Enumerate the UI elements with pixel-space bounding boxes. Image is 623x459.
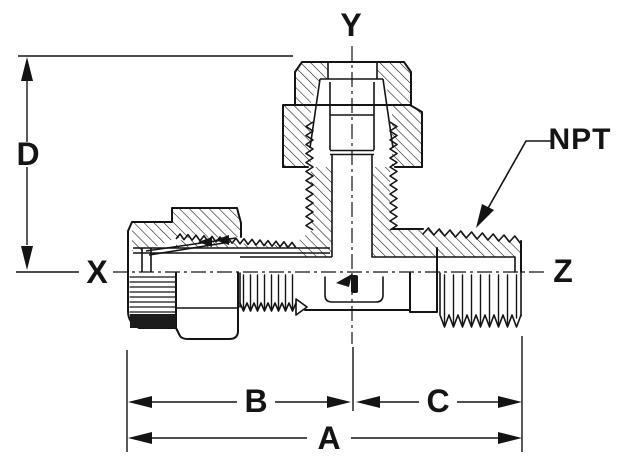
left-nut-section [127, 207, 332, 273]
tube-walls-vertical [329, 82, 375, 150]
d-arrow-up [21, 57, 33, 81]
label-right-port: Z [553, 253, 573, 289]
d-arrow-down [21, 246, 33, 270]
npt-thread-root-zigzag-bottom [439, 314, 522, 328]
neck-right-body-hatch [372, 167, 521, 257]
center-port-mark-bar [351, 275, 358, 293]
neck-left-wall-hatch [298, 167, 332, 257]
nut-bore-lines [320, 62, 383, 80]
c-arrow-left [356, 396, 380, 408]
tube-end-double-line [330, 149, 374, 156]
right-npt-section [371, 227, 522, 273]
label-left-port: X [86, 254, 108, 290]
top-nut-left-wall-hatch [295, 62, 328, 105]
nut-hex-silhouette [175, 272, 239, 340]
back-ferrule-mark [215, 235, 229, 245]
hex-left-wall-hatch [283, 105, 311, 167]
dimensions-bottom: B C A [126, 336, 523, 456]
label-top-port: Y [340, 7, 361, 43]
label-dim-left-length: B [244, 383, 267, 419]
npt-callout: NPT [476, 123, 612, 228]
left-thread-runout-cone [295, 298, 308, 316]
hex-right-wall-hatch [392, 105, 422, 167]
b-arrow-right [327, 396, 351, 408]
branch-thread-zigzag-left [305, 121, 314, 231]
front-ferrule-mark [198, 237, 212, 247]
bottom-exterior-view [127, 247, 522, 340]
tube-lines-left [133, 247, 330, 254]
label-dim-overall-length: A [317, 420, 340, 456]
top-nut-right-wall-hatch [377, 62, 411, 105]
port-labels: Y X Z [86, 7, 572, 290]
label-thread-callout: NPT [549, 123, 612, 156]
knurl-lines [129, 276, 177, 313]
branch-thread-zigzag-right [389, 121, 398, 231]
npt-thread-profile-top [422, 227, 521, 244]
b-arrow-left [128, 396, 152, 408]
npt-leader-arrow [476, 204, 494, 228]
bore-line-right [371, 256, 516, 273]
c-arrow-right [498, 396, 522, 408]
a-arrow-left [128, 432, 152, 444]
hex-outline [282, 104, 423, 168]
left-body-thread-crests [242, 274, 294, 311]
label-dim-height: D [16, 136, 39, 172]
label-dim-right-length: C [426, 383, 449, 419]
top-nut-outline [294, 61, 412, 106]
left-nut-wall-hatch [132, 208, 241, 251]
centerlines [113, 46, 545, 344]
center-hex-flat [324, 276, 384, 303]
right-hex-faces [409, 247, 438, 313]
center-port-mark [336, 274, 352, 287]
npt-thread-crests-bottom [443, 274, 518, 327]
ferrule-cone-lines [309, 78, 394, 149]
branch-bore-walls [331, 155, 373, 257]
nut-back-face-lines [141, 248, 152, 272]
dimension-d: D [16, 55, 293, 273]
top-branch-section [282, 61, 521, 257]
left-body-thread-root-zigzag [239, 302, 297, 312]
knurl-shadow-band [130, 314, 176, 328]
a-arrow-right [498, 432, 522, 444]
left-nut-outline [127, 207, 242, 273]
npt-leader-line [486, 140, 552, 211]
